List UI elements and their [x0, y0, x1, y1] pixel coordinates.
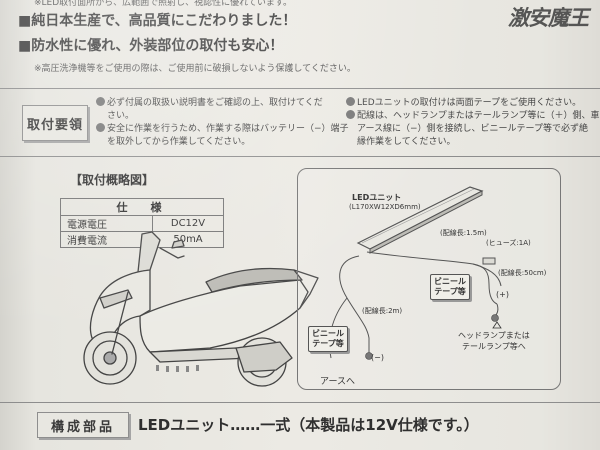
wire-length-50cm: (配線長:50cm): [498, 269, 547, 277]
mount-left-item-1: 必ず付属の取扱い説明書をご確認の上、取付けてくだ: [96, 97, 323, 110]
to-lamp-line-1: ヘッドランプまたは: [458, 331, 530, 340]
to-lamp-line-2: テールランプ等へ: [462, 342, 526, 351]
mount-right-text-2: 配線は、ヘッドランプまたはテールランプ等に（＋）側、車両: [357, 111, 600, 121]
vinyl-tape-tag-right: ビニール テープ等: [430, 274, 470, 300]
divider-bottom: [0, 402, 600, 403]
plus-terminal-label: (+): [496, 290, 509, 299]
spec-table: 仕 様 電源電圧 DC12V 消費電流 50mA: [60, 198, 224, 248]
shop-logo: 激安魔王: [508, 5, 589, 30]
mounting-badge: 取付要領: [22, 105, 88, 141]
wire-length-1-5m: (配線長:1.5m): [440, 229, 487, 237]
mount-left-text-1: 必ず付属の取扱い説明書をご確認の上、取付けてくだ: [107, 98, 323, 108]
led-unit-bar: [356, 186, 484, 254]
mount-left-item-2: 安全に作業を行うため、作業する際はバッテリー（−）端子: [96, 123, 349, 136]
wiring-diagram-box: [297, 168, 561, 390]
components-text: LEDユニット……一式（本製品は12V仕様です。）: [138, 416, 479, 434]
vinyl-tape-line-1: ビニール: [434, 277, 466, 286]
divider-top: [0, 88, 600, 89]
wire-length-2m: (配線長:2m): [362, 307, 403, 315]
components-badge: 構成部品: [37, 412, 129, 438]
feature-waterproof: ■防水性に優れ、外装部位の取付も安心！: [18, 38, 284, 54]
washer-note: ※高圧洗浄機等をご使用の際は、ご使用前に破損しないよう保護してください。: [34, 64, 356, 74]
vinyl-tape-line-1: ビニール: [312, 329, 344, 338]
bullet-icon: [346, 97, 355, 106]
wiring-lines: [329, 251, 502, 360]
led-unit-label: LEDユニット: [352, 193, 402, 202]
vinyl-tape-tag-left: ビニール テープ等: [308, 326, 348, 352]
bullet-icon: [96, 97, 105, 106]
to-lamp-label: ヘッドランプまたは テールランプ等へ: [458, 330, 530, 352]
divider-middle: [0, 156, 600, 157]
led-unit-dims: (L170XW12XD6mm): [349, 203, 421, 211]
mount-left-text-1b: さい。: [107, 111, 135, 121]
scooter-illustration: [83, 231, 319, 387]
diagram-title: 【取付概略図】: [70, 173, 155, 187]
bullet-icon: [96, 123, 105, 132]
feature-japan-made: ■純日本生産で、高品質にこだわりました！: [18, 13, 297, 29]
mount-right-text-2b: アース線に（−）側を接続し、ビニールテープ等で必ず絶: [357, 124, 589, 134]
vinyl-tape-line-2: テープ等: [312, 339, 344, 348]
top-note: ※LED取付面所から、広範囲で照射し、視認性に優れています。: [34, 0, 293, 8]
mount-right-text-1: LEDユニットの取付けは両面テープをご使用ください。: [357, 98, 582, 108]
mount-right-item-1: LEDユニットの取付けは両面テープをご使用ください。: [346, 97, 581, 110]
mount-right-text-2c: 縁作業をしてください。: [357, 137, 456, 147]
vinyl-tape-line-2: テープ等: [434, 287, 466, 296]
fuse-label: (ヒューズ:1A): [486, 239, 531, 247]
minus-terminal-label: (−): [371, 353, 384, 362]
bullet-icon: [346, 110, 355, 119]
spec-header: 仕 様: [60, 198, 224, 216]
mount-right-item-2: 配線は、ヘッドランプまたはテールランプ等に（＋）側、車両: [346, 110, 600, 123]
to-ground-label: アースへ: [320, 377, 356, 387]
mount-left-text-2b: を取外してから作業してください。: [107, 137, 251, 147]
spec-label: 消費電流: [60, 231, 153, 248]
mount-left-text-2: 安全に作業を行うため、作業する際はバッテリー（−）端子: [107, 124, 349, 134]
spec-row: 消費電流 50mA: [60, 231, 224, 248]
